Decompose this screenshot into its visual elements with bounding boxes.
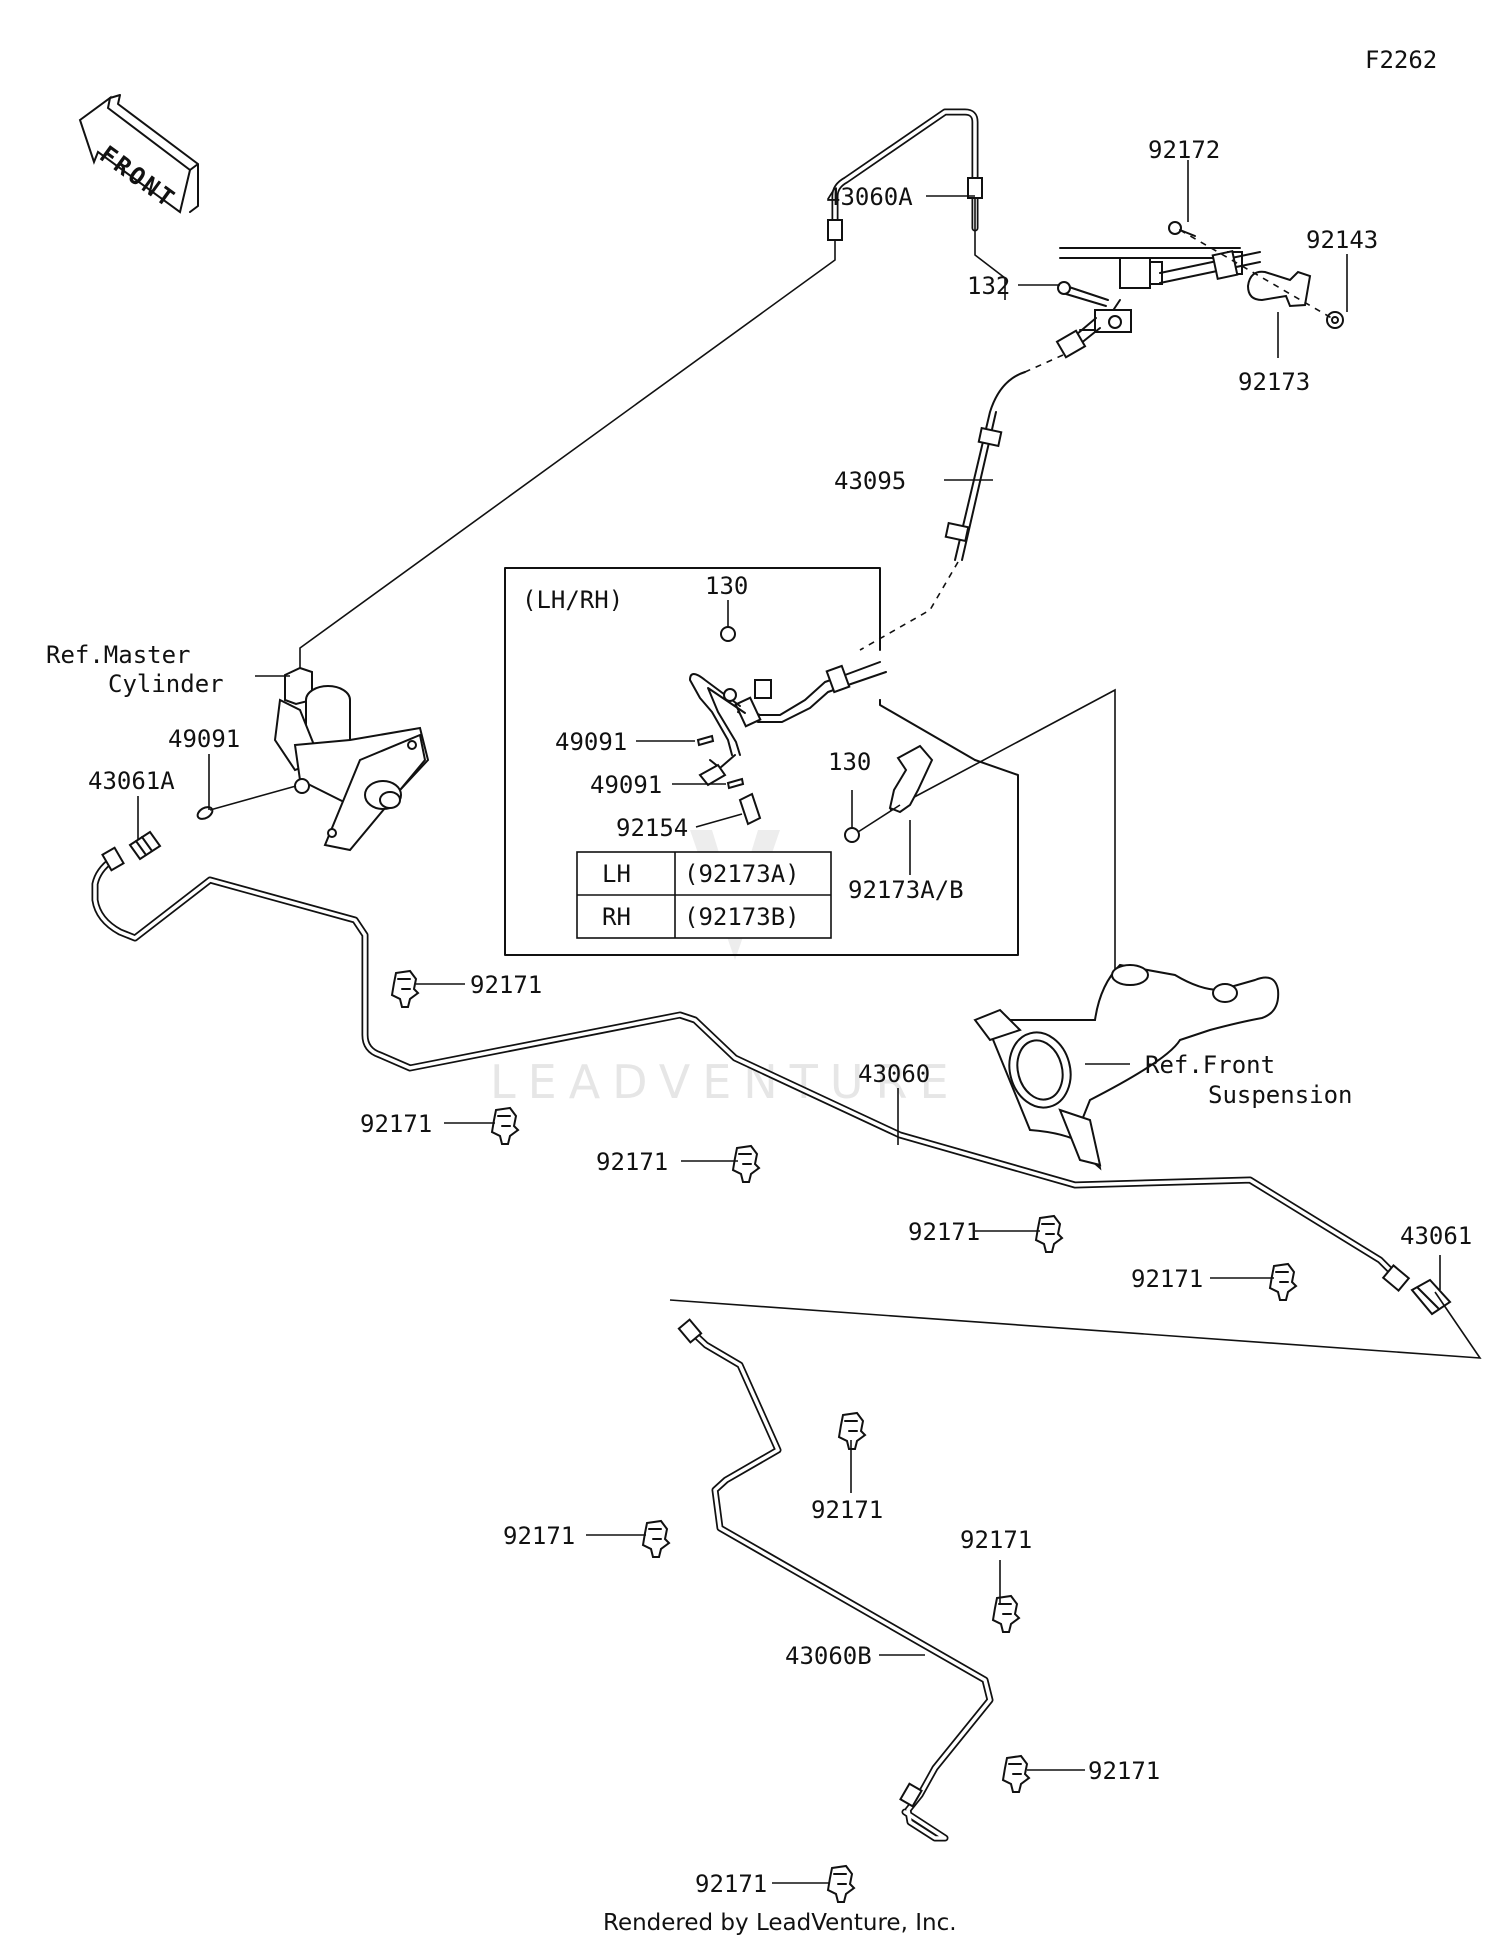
fitting-43061 <box>1410 1278 1452 1316</box>
inset-lh-rh: (LH/RH) LH (92173A) RH <box>504 567 1019 956</box>
clip-icon <box>1002 1755 1030 1793</box>
diagram-code: F2262 <box>1365 46 1437 74</box>
label-92172: 92172 <box>1148 136 1220 164</box>
label-92173: 92173 <box>1238 368 1310 396</box>
label-43095: 43095 <box>834 467 906 495</box>
label-92173AB: 92173A/B <box>848 876 964 904</box>
label-92171-c: 92171 <box>596 1148 668 1176</box>
label-43060B: 43060B <box>785 1642 872 1670</box>
label-49091-a: 49091 <box>168 725 240 753</box>
label-ref-front-1: Ref.Front <box>1145 1051 1275 1079</box>
label-43060: 43060 <box>858 1060 930 1088</box>
label-92171-i: 92171 <box>1088 1757 1160 1785</box>
master-cylinder-icon <box>273 666 430 852</box>
clip-icon <box>491 1107 519 1145</box>
clip-icon <box>838 1412 866 1450</box>
label-49091-b: 49091 <box>555 728 627 756</box>
bolt-92172 <box>1168 221 1196 237</box>
label-132: 132 <box>967 272 1010 300</box>
label-92171-b: 92171 <box>360 1110 432 1138</box>
clip-icon <box>732 1145 760 1183</box>
table-row-lh-side: LH <box>602 860 631 888</box>
label-92171-j: 92171 <box>695 1870 767 1898</box>
bolt-132 <box>1057 281 1109 307</box>
o-ring-49091 <box>196 806 214 820</box>
table-row-lh-part: (92173A) <box>684 860 800 888</box>
label-92171-e: 92171 <box>1131 1265 1203 1293</box>
label-92143: 92143 <box>1306 226 1378 254</box>
label-92171-f: 92171 <box>811 1496 883 1524</box>
brake-tube-43060A <box>827 108 983 241</box>
label-ref-master-2: Cylinder <box>108 670 224 698</box>
table-row-rh-part: (92173B) <box>684 903 800 931</box>
brake-tube-43060 <box>91 846 1411 1292</box>
clip-icon <box>827 1865 855 1903</box>
table-row-rh-side: RH <box>602 903 631 931</box>
clip-icon <box>391 970 419 1008</box>
front-arrow-icon: FRONT <box>78 94 199 214</box>
clip-icon <box>1269 1263 1297 1301</box>
label-43060A: 43060A <box>826 183 913 211</box>
inset-title: (LH/RH) <box>522 586 623 614</box>
label-92171-d: 92171 <box>908 1218 980 1246</box>
junction-block <box>1055 247 1261 359</box>
steering-knuckle-icon <box>973 963 1280 1171</box>
clip-icon <box>1035 1215 1063 1253</box>
footer-credit: Rendered by LeadVenture, Inc. <box>603 1910 957 1936</box>
nut-92143 <box>1326 311 1344 329</box>
clip-icon <box>642 1520 670 1558</box>
brake-tube-43060B <box>677 1318 994 1842</box>
label-130-a: 130 <box>705 572 748 600</box>
clip-icon <box>992 1595 1020 1633</box>
label-ref-master-1: Ref.Master <box>46 641 191 669</box>
label-92154: 92154 <box>616 814 688 842</box>
label-43061A: 43061A <box>88 767 175 795</box>
bracket-92173 <box>1246 270 1312 308</box>
label-92171-a: 92171 <box>470 971 542 999</box>
label-92171-g: 92171 <box>503 1522 575 1550</box>
inset-table: LH (92173A) RH (92173B) <box>576 851 832 939</box>
label-ref-front-2: Suspension <box>1208 1081 1353 1109</box>
label-43061: 43061 <box>1400 1222 1472 1250</box>
label-49091-c: 49091 <box>590 771 662 799</box>
label-130-b: 130 <box>828 748 871 776</box>
watermark: LEADVENTURE <box>490 1055 961 1109</box>
fitting-43061A <box>128 830 162 861</box>
label-92171-h: 92171 <box>960 1526 1032 1554</box>
brake-hose-43095 <box>859 354 1064 651</box>
